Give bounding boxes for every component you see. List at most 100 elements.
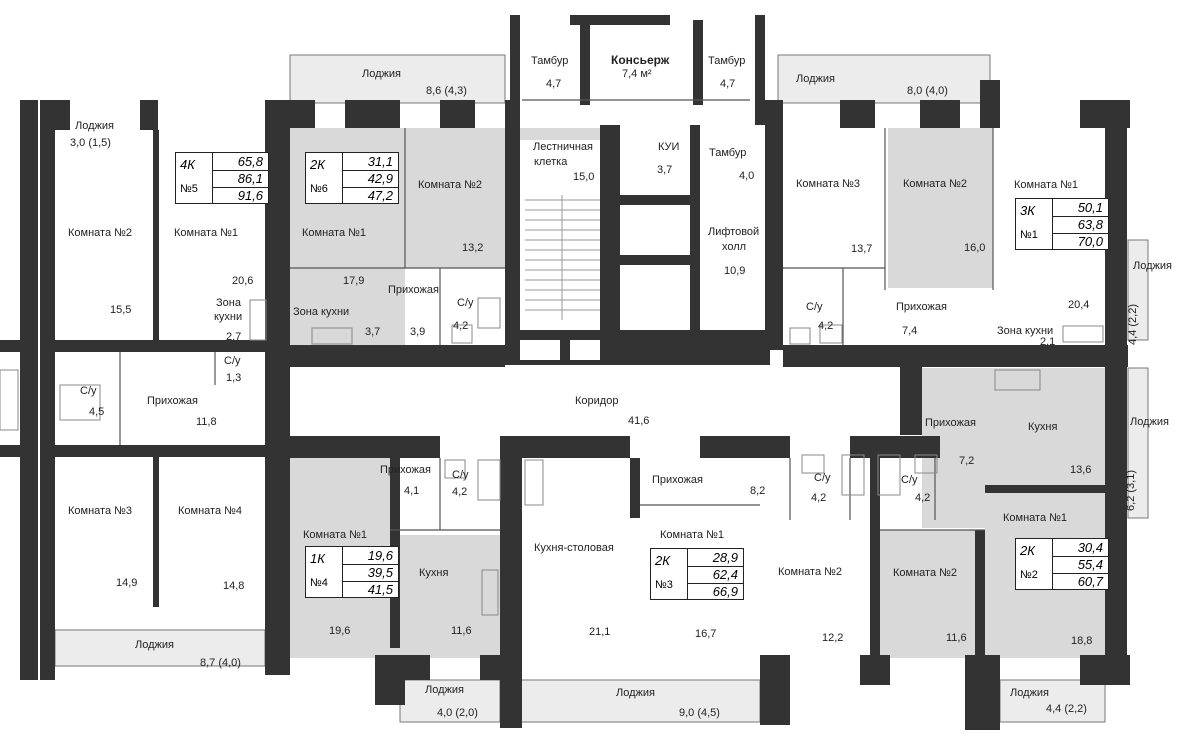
apt3-living-area: 28,9: [712, 550, 738, 565]
apt2-bath-label: С/у: [901, 474, 918, 486]
apt3-kitchen-dining-area: 21,1: [589, 626, 611, 638]
apt5-loggia-bottom-area: 8,7 (4,0): [200, 657, 241, 669]
apt1-loggia-area: 4,4 (2,2): [1126, 304, 1139, 345]
apt6-total-area: 42,9: [367, 171, 393, 186]
apt4-loggia-label: Лоджия: [425, 684, 464, 696]
apt2-bath-area: 4,2: [915, 492, 931, 504]
apt4-full-area: 41,5: [367, 582, 393, 597]
apt5-room3-area: 14,9: [116, 577, 138, 589]
apt3-bath-label: С/у: [814, 472, 831, 484]
apt3-hall-label: Прихожая: [652, 474, 703, 486]
apt4-total-area: 39,5: [367, 565, 393, 580]
apt1-hall-area: 7,4: [902, 325, 918, 337]
apt6-full-area: 47,2: [367, 188, 393, 203]
apt4-hall-label: Прихожая: [380, 464, 431, 476]
apt5-number: №5: [180, 183, 198, 195]
apt6-living-area: 31,1: [367, 154, 393, 169]
balconies: [54, 54, 1149, 723]
apt5-room2-area: 15,5: [110, 304, 132, 316]
apt1-room3-label: Комната №3: [796, 178, 861, 190]
apt5-bath-label: С/у: [80, 385, 97, 397]
kui-label: КУИ: [658, 141, 680, 153]
apt5-total-area: 86,1: [237, 171, 263, 186]
apt5-room4-label: Комната №4: [178, 505, 243, 517]
apt6-bath-label: С/у: [457, 297, 474, 309]
apt1-room2-area: 16,0: [964, 242, 986, 254]
apt3-full-area: 66,9: [712, 584, 738, 599]
concierge-label: Консьерж: [611, 53, 670, 67]
stair-label-2: клетка: [534, 156, 568, 168]
apt4-kitchen-area: 11,6: [451, 625, 472, 637]
apt4-area-box: 1К №4 19,6 39,5 41,5: [305, 546, 399, 598]
apt2-loggia-bottom-label: Лоджия: [1010, 687, 1049, 699]
apt1-total-area: 63,8: [1077, 217, 1103, 232]
apt5-area-box: 4К №5 65,8 86,1 91,6: [175, 152, 269, 204]
apt5-room1-label: Комната №1: [174, 227, 239, 239]
core-tambur-area: 4,0: [739, 170, 755, 182]
stair-label-1: Лестничная: [533, 141, 593, 153]
apt1-bath-area: 4,2: [818, 320, 834, 332]
apt1-full-area: 70,0: [1077, 234, 1103, 249]
apt6-area-box: 2К №6 31,1 42,9 47,2: [305, 152, 399, 204]
apt6-room1-area: 17,9: [343, 275, 365, 287]
apt5-wc-area: 1,3: [226, 372, 242, 384]
unit-fills: [290, 128, 1107, 658]
apt5-room3-label: Комната №3: [68, 505, 133, 517]
apt6-room2-label: Комната №2: [418, 179, 483, 191]
loggia-top-left-area: 8,6 (4,3): [426, 85, 467, 97]
loggia-top-left-label: Лоджия: [362, 68, 401, 80]
apt2-hall-label: Прихожая: [925, 417, 976, 429]
apt4-bath-area: 4,2: [452, 486, 468, 498]
corridor-label: Коридор: [575, 395, 619, 407]
lift-hall-label-2: холл: [722, 241, 747, 253]
apt6-hall-label: Прихожая: [388, 284, 439, 296]
apt1-room1-area: 20,4: [1068, 299, 1090, 311]
apt1-room3-area: 13,7: [851, 243, 873, 255]
apt5-type: 4К: [180, 157, 195, 172]
apt4-bath-label: С/у: [452, 469, 469, 481]
apt1-type: 3К: [1020, 203, 1035, 218]
apt3-loggia-label: Лоджия: [616, 687, 655, 699]
apt3-room2-label: Комната №2: [778, 566, 843, 578]
apt1-living-area: 50,1: [1077, 200, 1103, 215]
apt3-hall-area: 8,2: [750, 485, 766, 497]
concierge-area: 7,4 м²: [622, 68, 652, 80]
apt2-living-area: 30,4: [1077, 540, 1103, 555]
apt2-loggia-right-label: Лоджия: [1130, 416, 1169, 428]
apt4-kitchen-label: Кухня: [419, 567, 449, 579]
apt1-loggia-label: Лоджия: [1133, 260, 1172, 272]
apt4-number: №4: [310, 577, 328, 589]
tambur-right-area: 4,7: [720, 78, 736, 90]
apt2-loggia-bottom-area: 4,4 (2,2): [1046, 703, 1087, 715]
apt6-room1-label: Комната №1: [302, 227, 367, 239]
corridor-area: 41,6: [628, 415, 650, 427]
apt3-room1-label: Комната №1: [660, 529, 725, 541]
apt5-kitchen-zone-label-1: Зона: [216, 297, 241, 309]
apt6-number: №6: [310, 183, 328, 195]
apt5-full-area: 91,6: [237, 188, 263, 203]
apt6-type: 2К: [310, 157, 325, 172]
apt5-room2-label: Комната №2: [68, 227, 133, 239]
lift-hall-label-1: Лифтовой: [708, 226, 760, 238]
apt5-room1-area: 20,6: [232, 275, 254, 287]
apt2-room2-area: 11,6: [946, 632, 967, 644]
apt5-bath-area: 4,5: [89, 406, 105, 418]
apt2-room2-label: Комната №2: [893, 567, 958, 579]
apt2-room1-area: 18,8: [1071, 635, 1093, 647]
apt1-room2-label: Комната №2: [903, 178, 968, 190]
apt5-loggia-bottom-label: Лоджия: [135, 639, 174, 651]
apt2-type: 2К: [1020, 543, 1035, 558]
apt3-loggia-area: 9,0 (4,5): [679, 707, 720, 719]
apt3-bath-area: 4,2: [811, 492, 827, 504]
tambur-left-label: Тамбур: [531, 55, 569, 67]
apt1-hall-label: Прихожая: [896, 301, 947, 313]
apt2-hall-area: 7,2: [959, 455, 975, 467]
lift-hall-area: 10,9: [724, 265, 746, 277]
apt4-room1-label: Комната №1: [303, 529, 368, 541]
apt6-kitchen-zone-label: Зона кухни: [293, 306, 350, 318]
walls: [0, 15, 1130, 730]
apt3-room2-area: 12,2: [822, 632, 844, 644]
apt3-total-area: 62,4: [712, 567, 738, 582]
apt5-room4-area: 14,8: [223, 580, 245, 592]
